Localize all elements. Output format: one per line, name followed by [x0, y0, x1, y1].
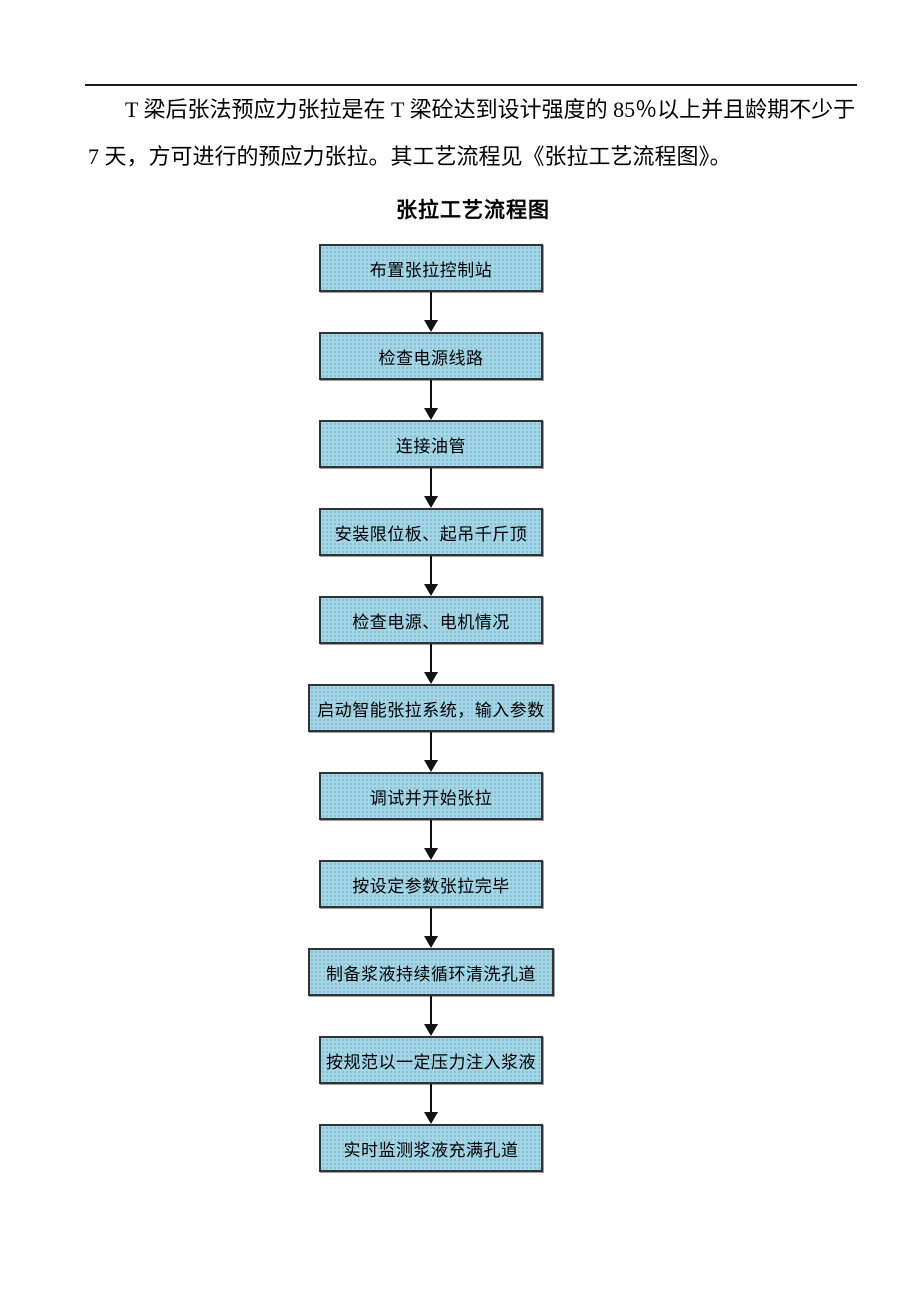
- flow-step-box-5: 检查电源、电机情况: [319, 596, 543, 644]
- flow-step-box-9: 制备浆液持续循环清洗孔道: [308, 948, 554, 996]
- flow-step-label: 检查电源线路: [378, 348, 484, 368]
- flow-step-label: 调试并开始张拉: [369, 788, 493, 808]
- arrow-line: [430, 468, 432, 496]
- flow-step-box-6: 启动智能张拉系统，输入参数: [308, 684, 554, 732]
- flowchart-title: 张拉工艺流程图: [396, 198, 550, 222]
- header-rule: [85, 84, 857, 86]
- down-arrow: [424, 908, 438, 948]
- arrow-head-icon: [424, 848, 438, 860]
- arrow-head-icon: [424, 408, 438, 420]
- arrow-line: [430, 292, 432, 320]
- flow-step-box-4: 安装限位板、起吊千斤顶: [319, 508, 543, 556]
- down-arrow: [424, 996, 438, 1036]
- arrow-line: [430, 556, 432, 584]
- down-arrow: [424, 1084, 438, 1124]
- flow-step-box-1: 布置张拉控制站: [319, 244, 543, 292]
- arrow-line: [430, 380, 432, 408]
- flow-step-label: 制备浆液持续循环清洗孔道: [326, 964, 536, 984]
- down-arrow: [424, 732, 438, 772]
- intro-paragraph-line-1: T 梁后张法预应力张拉是在 T 梁砼达到设计强度的 85％以上并且龄期不少于: [125, 97, 856, 122]
- flow-step-box-7: 调试并开始张拉: [319, 772, 543, 820]
- down-arrow: [424, 468, 438, 508]
- arrow-line: [430, 820, 432, 848]
- flow-step-box-11: 实时监测浆液充满孔道: [319, 1124, 543, 1172]
- flow-step-label: 按规范以一定压力注入浆液: [326, 1052, 536, 1072]
- down-arrow: [424, 644, 438, 684]
- arrow-head-icon: [424, 1024, 438, 1036]
- arrow-line: [430, 732, 432, 760]
- intro-paragraph-line-2: 7 天，方可进行的预应力张拉。其工艺流程见《张拉工艺流程图》。: [88, 144, 732, 169]
- flow-step-label: 检查电源、电机情况: [352, 612, 510, 632]
- flow-step-label: 布置张拉控制站: [369, 260, 493, 280]
- flow-step-box-3: 连接油管: [319, 420, 543, 468]
- arrow-line: [430, 1084, 432, 1112]
- flow-step-label: 启动智能张拉系统，输入参数: [317, 700, 545, 720]
- arrow-line: [430, 644, 432, 672]
- arrow-head-icon: [424, 672, 438, 684]
- down-arrow: [424, 380, 438, 420]
- arrow-line: [430, 908, 432, 936]
- arrow-head-icon: [424, 936, 438, 948]
- down-arrow: [424, 820, 438, 860]
- arrow-head-icon: [424, 496, 438, 508]
- flow-step-box-8: 按设定参数张拉完毕: [319, 860, 543, 908]
- flowchart: 布置张拉控制站 检查电源线路 连接油管 安装限位板、起吊千斤顶 检查电源: [0, 244, 862, 1172]
- flow-step-label: 连接油管: [396, 436, 466, 456]
- flow-step-box-2: 检查电源线路: [319, 332, 543, 380]
- down-arrow: [424, 292, 438, 332]
- flow-step-label: 按设定参数张拉完毕: [352, 876, 510, 896]
- flow-step-box-10: 按规范以一定压力注入浆液: [319, 1036, 543, 1084]
- flow-step-label: 安装限位板、起吊千斤顶: [334, 524, 528, 544]
- flow-step-label: 实时监测浆液充满孔道: [343, 1140, 519, 1160]
- arrow-head-icon: [424, 760, 438, 772]
- down-arrow: [424, 556, 438, 596]
- arrow-head-icon: [424, 1112, 438, 1124]
- arrow-head-icon: [424, 320, 438, 332]
- arrow-head-icon: [424, 584, 438, 596]
- arrow-line: [430, 996, 432, 1024]
